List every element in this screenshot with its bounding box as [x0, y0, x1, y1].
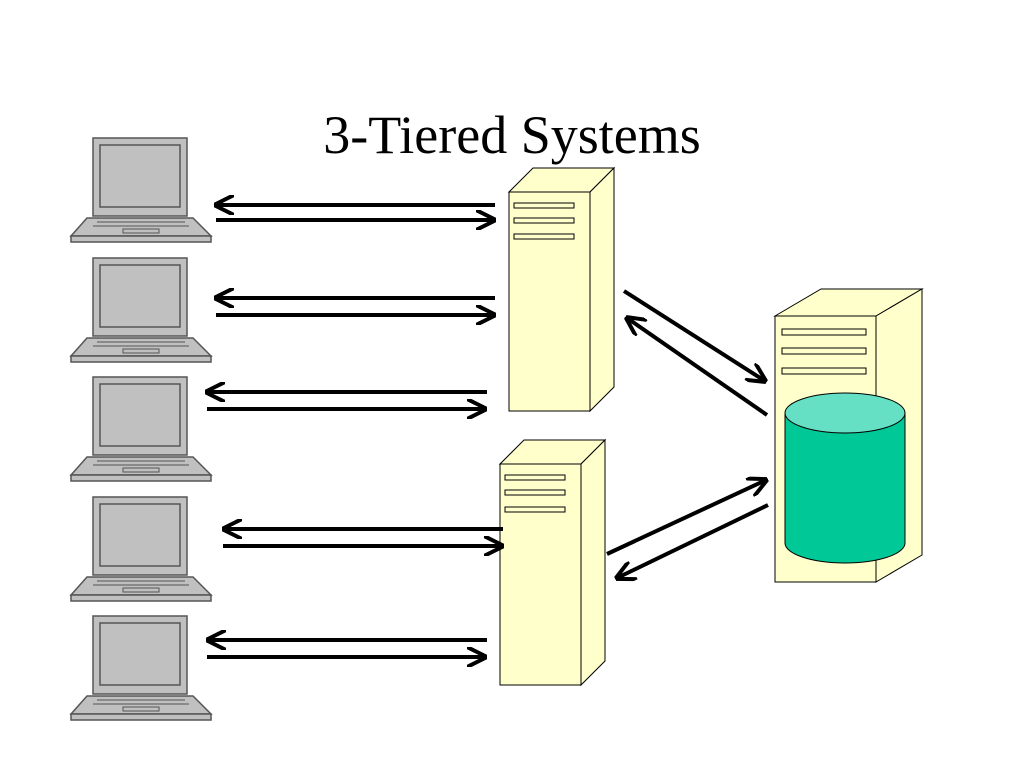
server-tower-icon	[498, 438, 607, 687]
laptop-icon	[70, 615, 212, 721]
slide-title: 3-Tiered Systems	[323, 105, 701, 165]
server-tower-icon	[507, 166, 616, 413]
laptop-icon	[70, 496, 212, 602]
laptop-icon	[70, 376, 212, 482]
client-server-arrows	[207, 205, 503, 657]
laptop-icon	[70, 257, 212, 363]
server-database-arrows	[606, 289, 769, 578]
arrow	[627, 318, 769, 417]
arrow	[622, 289, 765, 381]
database-cylinder-icon	[784, 392, 906, 564]
arrow	[617, 503, 769, 578]
arrow	[606, 480, 766, 556]
laptop-icon	[70, 137, 212, 243]
